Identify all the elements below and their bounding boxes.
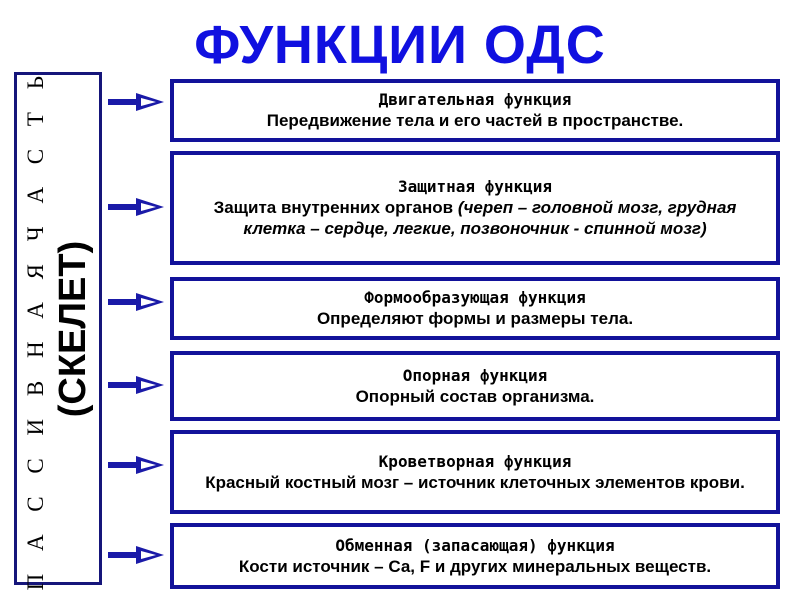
function-title: Обменная (запасающая) функция: [335, 535, 615, 555]
function-description: Красный костный мозг – источник клеточны…: [205, 472, 745, 492]
arrow-right-icon: [108, 198, 164, 216]
function-title: Формообразующая функция: [364, 288, 586, 307]
arrow-right-icon: [108, 376, 164, 394]
function-description-italic: (череп – головной мозг, грудная клетка –…: [243, 198, 737, 238]
passive-part-label: П А С С И В Н А Я Ч А С Т Ь (СКЕЛЕТ): [21, 67, 95, 590]
arrow-right-icon: [108, 456, 164, 474]
function-description: Опорный состав организма.: [355, 386, 595, 406]
function-description: Определяют формы и размеры тела.: [316, 309, 634, 328]
function-description-plain: Защита внутренних органов: [213, 198, 458, 217]
page-title: ФУНКЦИИ ОДС: [194, 15, 606, 75]
skeleton-text: (СКЕЛЕТ): [52, 240, 94, 417]
arrow-right-icon: [108, 293, 164, 311]
arrow-right-icon: [108, 93, 164, 111]
passive-part-text: П А С С И В Н А Я Ч А С Т Ь: [23, 67, 48, 590]
function-description: Защита внутренних органов (череп – голов…: [188, 197, 762, 239]
arrow-right-icon: [108, 546, 164, 564]
function-title: Кроветворная функция: [378, 451, 572, 471]
function-box-metabolic: Обменная (запасающая) функция Кости исто…: [170, 523, 780, 589]
function-box-support: Опорная функция Опорный состав организма…: [170, 351, 780, 421]
passive-part-box: П А С С И В Н А Я Ч А С Т Ь (СКЕЛЕТ): [14, 67, 102, 590]
function-title: Двигательная функция: [378, 90, 572, 109]
function-description: Передвижение тела и его частей в простра…: [266, 111, 684, 130]
function-title: Защитная функция: [397, 177, 553, 196]
function-box-motor: Двигательная функция Передвижение тела и…: [170, 79, 780, 142]
function-description: Кости источник – Са, F и других минераль…: [238, 556, 712, 576]
function-box-protective: Защитная функция Защита внутренних орган…: [170, 151, 780, 265]
function-title: Опорная функция: [402, 365, 548, 385]
function-box-shaping: Формообразующая функция Определяют формы…: [170, 277, 780, 340]
function-box-hematopoietic: Кроветворная функция Красный костный моз…: [170, 430, 780, 514]
